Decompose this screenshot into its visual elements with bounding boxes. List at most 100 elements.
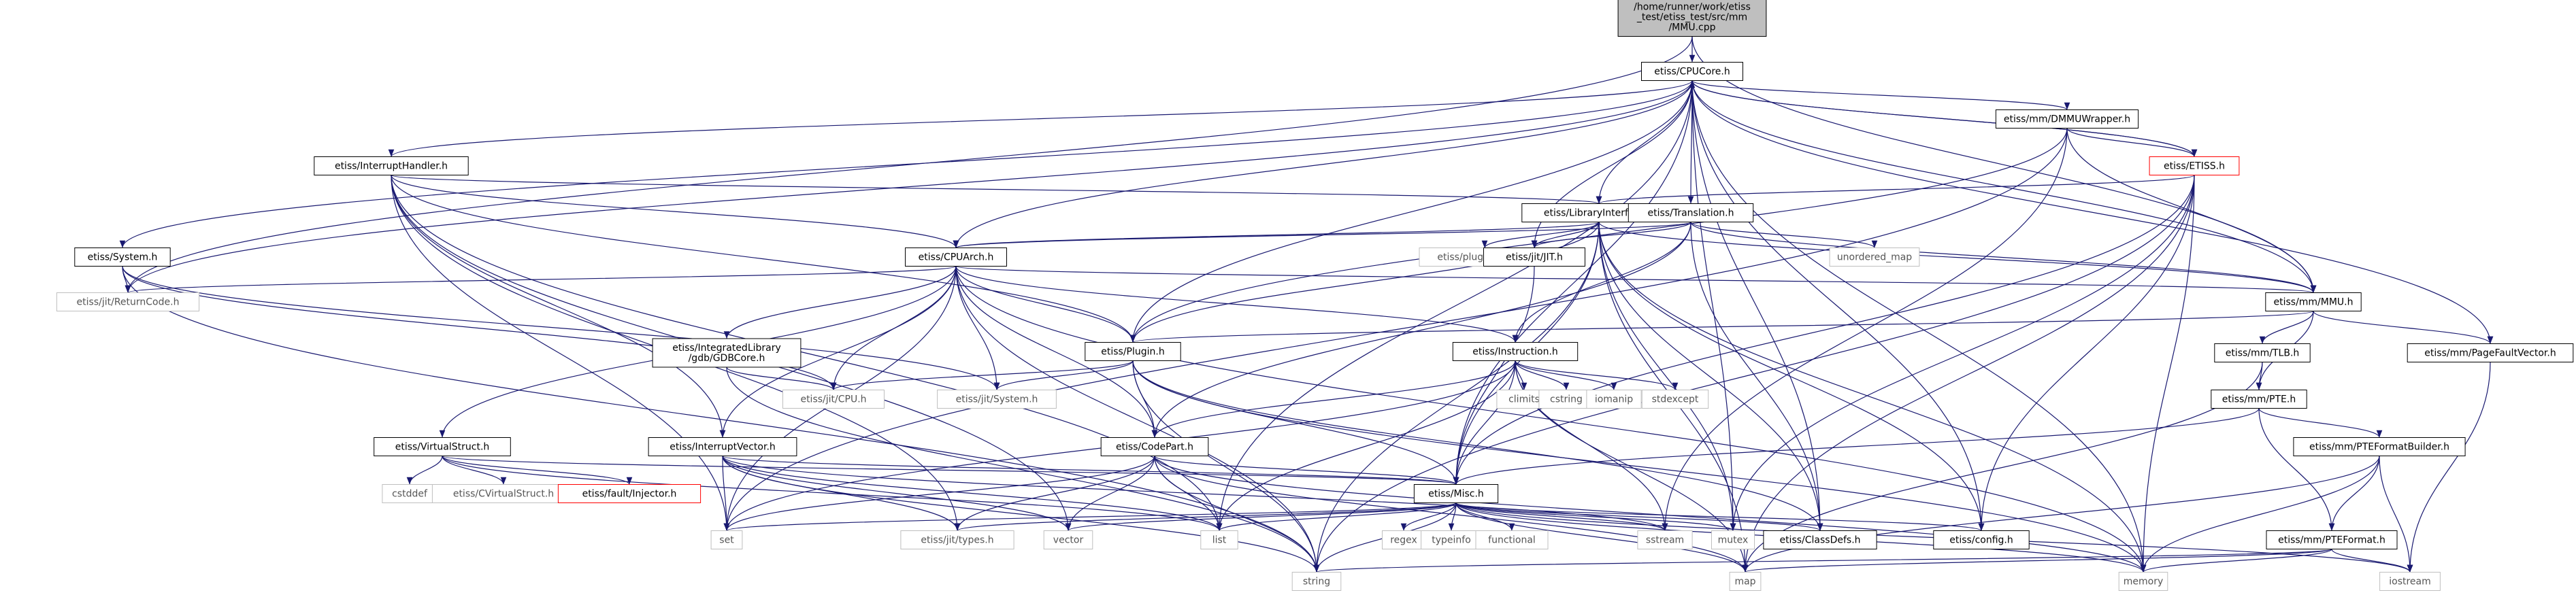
edge-ptebuilder-to-memory: [2140, 456, 2380, 573]
node-label: iostream: [2389, 577, 2431, 587]
node-box: [1085, 342, 1181, 361]
node-label: etiss/jit/JIT.h: [1506, 252, 1563, 263]
edge-misch-to-map: [1455, 502, 1749, 573]
node-root[interactable]: /home/runner/work/etiss_test/etiss_test/…: [1617, 0, 1767, 37]
edge-misch-to-vector: [1066, 502, 1457, 532]
node-label: etiss/mm/PTEFormatBuilder.h: [2309, 442, 2449, 453]
edge-cpuarch-to-gdbcore: [723, 266, 957, 339]
node-box: [2266, 530, 2398, 549]
node-box: [74, 248, 171, 267]
edge-pluginh-to-string: [1132, 360, 1320, 573]
node-memory: memory: [2118, 572, 2168, 591]
edge-cpucore-to-jith: [1531, 80, 1693, 248]
node-box: [1475, 530, 1549, 549]
node-box: [1100, 437, 1209, 456]
node-cpuarch[interactable]: etiss/CPUArch.h: [905, 248, 1007, 267]
node-cstring: cstring: [1538, 390, 1594, 409]
node-codepart[interactable]: etiss/CodePart.h: [1100, 437, 1209, 456]
edge-misch-to-list: [1216, 502, 1457, 532]
node-misch[interactable]: etiss/Misc.h: [1413, 484, 1499, 503]
node-label: unordered_map: [1837, 252, 1912, 263]
edge-translation-to-codepart: [1151, 222, 1691, 438]
node-box: [2149, 156, 2240, 175]
node-jith[interactable]: etiss/jit/JIT.h: [1483, 248, 1585, 267]
node-box: [900, 530, 1014, 549]
node-list: list: [1200, 530, 1238, 549]
node-label: etiss/mm/MMU.h: [2273, 297, 2353, 308]
node-box: [1637, 530, 1693, 549]
node-interruptvector[interactable]: etiss/InterruptVector.h: [648, 437, 797, 456]
node-label: iomanip: [1595, 394, 1633, 405]
node-box: [557, 484, 701, 503]
node-ptebuilder[interactable]: etiss/mm/PTEFormatBuilder.h: [2293, 437, 2466, 456]
edge-interrupth-to-pluginh: [391, 175, 1136, 343]
edge-cpuarch-to-jitsystem: [955, 266, 1000, 390]
edge-cpucore-to-configh: [1691, 80, 1985, 531]
node-box: [1200, 530, 1238, 549]
edge-cpucore-to-mutex: [1691, 80, 1736, 531]
edge-pluginh-to-cpuh: [830, 360, 1134, 391]
node-box: [1452, 342, 1579, 361]
node-label: _test/etiss_test/src/mm: [1636, 12, 1747, 23]
node-box: [782, 390, 885, 409]
edge-interrupth-to-cpuarch: [391, 175, 959, 248]
node-dmmu[interactable]: etiss/mm/DMMUWrapper.h: [1995, 109, 2139, 129]
node-interrupth[interactable]: etiss/InterruptHandler.h: [314, 156, 469, 175]
edge-cpuarch-to-codepart: [955, 266, 1158, 438]
node-label: etiss/ClassDefs.h: [1779, 535, 1860, 546]
node-pagefault[interactable]: etiss/mm/PageFaultVector.h: [2407, 343, 2574, 362]
edge-cpucore-to-systemh: [119, 80, 1693, 248]
node-label: etiss/mm/DMMUWrapper.h: [2004, 114, 2130, 125]
node-classdefs[interactable]: etiss/ClassDefs.h: [1763, 530, 1877, 549]
node-configh[interactable]: etiss/config.h: [1933, 530, 2030, 549]
node-label: regex: [1390, 535, 1417, 546]
node-box: [2118, 572, 2168, 591]
node-faultinjector[interactable]: etiss/fault/Injector.h: [557, 484, 701, 503]
node-cpuh: etiss/jit/CPU.h: [782, 390, 885, 409]
node-cpucore[interactable]: etiss/CPUCore.h: [1641, 62, 1743, 81]
node-translation[interactable]: etiss/Translation.h: [1628, 203, 1754, 222]
node-box: [1711, 530, 1755, 549]
node-pteh[interactable]: etiss/mm/PTE.h: [2211, 390, 2307, 409]
node-gdbcore[interactable]: etiss/IntegratedLibrary/gdb/GDBCore.h: [652, 338, 802, 368]
edge-etissh-to-mutex: [1730, 175, 2195, 531]
edge-interruptvector-to-jittypes: [722, 456, 961, 531]
node-systemh[interactable]: etiss/System.h: [74, 248, 171, 267]
node-jittypes: etiss/jit/types.h: [900, 530, 1014, 549]
node-label: stdexcept: [1652, 394, 1699, 405]
node-box: [2214, 343, 2311, 362]
edge-instructionh-to-codepart: [1151, 360, 1516, 438]
node-functional: functional: [1475, 530, 1549, 549]
node-regex: regex: [1382, 530, 1425, 549]
node-box: [2265, 292, 2362, 311]
node-tlbh[interactable]: etiss/mm/TLB.h: [2214, 343, 2311, 362]
node-label: cstring: [1550, 394, 1583, 405]
edge-cpucore-to-misch: [1453, 80, 1693, 485]
node-etissh[interactable]: etiss/ETISS.h: [2149, 156, 2240, 175]
node-pluginh[interactable]: etiss/Plugin.h: [1085, 342, 1181, 361]
edge-interruptvector-to-set: [722, 456, 730, 531]
node-box: [2293, 437, 2466, 456]
edge-libiface-to-mutex: [1598, 222, 1736, 531]
node-instructionh[interactable]: etiss/Instruction.h: [1452, 342, 1579, 361]
edge-pluginh-to-memory: [1132, 360, 2147, 573]
edge-systemh-to-string: [122, 266, 1320, 573]
node-box: [314, 156, 469, 175]
edge-ptebuilder-to-map: [1742, 456, 2380, 573]
node-box: [374, 437, 511, 456]
node-box: [710, 530, 743, 549]
node-mutex: mutex: [1711, 530, 1755, 549]
edge-pteh-to-misch: [1453, 408, 2260, 485]
node-box: [1829, 248, 1920, 267]
edge-virtualstruct-to-misch: [442, 455, 1459, 485]
edge-misch-to-regex: [1400, 502, 1457, 531]
node-box: [1043, 530, 1093, 549]
edge-ptebuilder-to-iostream: [2379, 456, 2413, 573]
edge-instructionh-to-stdexcept: [1515, 360, 1679, 390]
node-pteformat[interactable]: etiss/mm/PTEFormat.h: [2266, 530, 2398, 549]
edge-misch-to-configh: [1455, 502, 1984, 532]
node-virtualstruct[interactable]: etiss/VirtualStruct.h: [374, 437, 511, 456]
node-mmuh[interactable]: etiss/mm/MMU.h: [2265, 292, 2362, 311]
edge-virtualstruct-to-list: [442, 456, 1223, 531]
edge-systemh-to-jitsystem: [122, 266, 1000, 390]
